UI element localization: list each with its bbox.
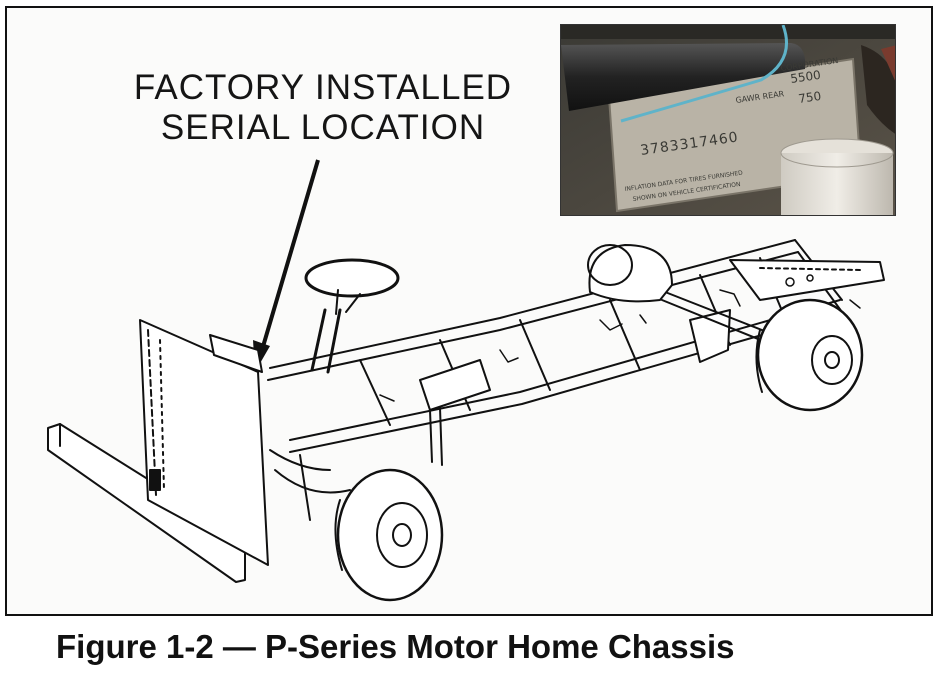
front-bumper	[47, 423, 246, 583]
serial-location-callout: FACTORY INSTALLED SERIAL LOCATION	[108, 68, 538, 148]
figure-caption: Figure 1-2 — P-Series Motor Home Chassis	[56, 628, 735, 665]
callout-line-2: SERIAL LOCATION	[160, 108, 486, 147]
frame-rails	[267, 239, 885, 466]
steering-wheel	[304, 258, 400, 374]
front-wheel	[334, 468, 444, 602]
callout-line-1: FACTORY INSTALLED	[133, 68, 513, 107]
radiator-panel	[139, 319, 269, 566]
serial-plate-photo: CORPORATION GAWR REAR 5500 750 378331746…	[560, 24, 896, 216]
callout-arrow	[253, 159, 320, 372]
plate-value-rear: 750	[797, 89, 822, 106]
rear-wheel-near	[755, 298, 864, 412]
rear-wheel-far	[587, 244, 673, 303]
front-suspension	[269, 449, 351, 521]
plate-value-gawr: 5500	[789, 68, 821, 86]
chassis-details	[379, 274, 861, 402]
